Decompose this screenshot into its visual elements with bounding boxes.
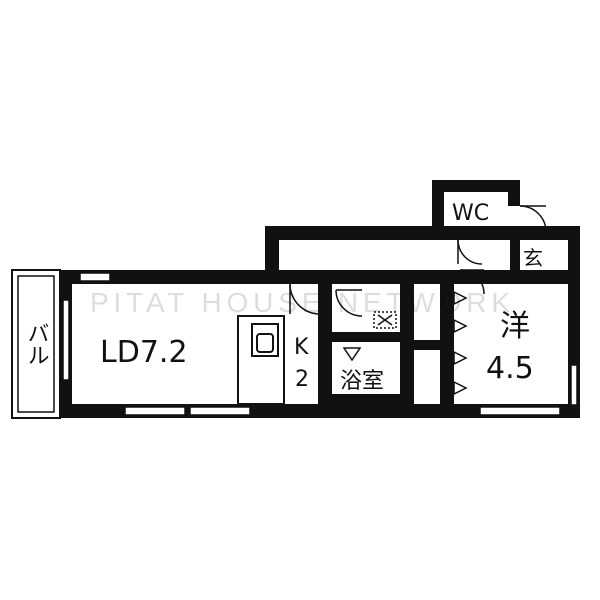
- entrance-label: 玄: [523, 246, 543, 270]
- balcony: [11, 269, 61, 419]
- washing-machine-space: [373, 311, 397, 329]
- closet-doors: [342, 290, 468, 396]
- western-room-label-letter: 洋: [500, 309, 530, 344]
- bath-label: 浴室: [340, 369, 384, 394]
- windows: [62, 272, 578, 416]
- kitchen-label-letter: K: [294, 335, 309, 360]
- interior-walls: [318, 240, 520, 404]
- balcony-label: バル: [24, 322, 49, 366]
- living-dining-label: LD7.2: [100, 335, 188, 370]
- kitchen-label-size: 2: [295, 367, 309, 392]
- wc-label: WC: [452, 201, 489, 226]
- doors: [289, 205, 547, 317]
- kitchen-counter: [237, 315, 285, 405]
- watermark: PITAT HOUSE NETWORK: [90, 287, 510, 318]
- western-room-label-size: 4.5: [486, 351, 534, 386]
